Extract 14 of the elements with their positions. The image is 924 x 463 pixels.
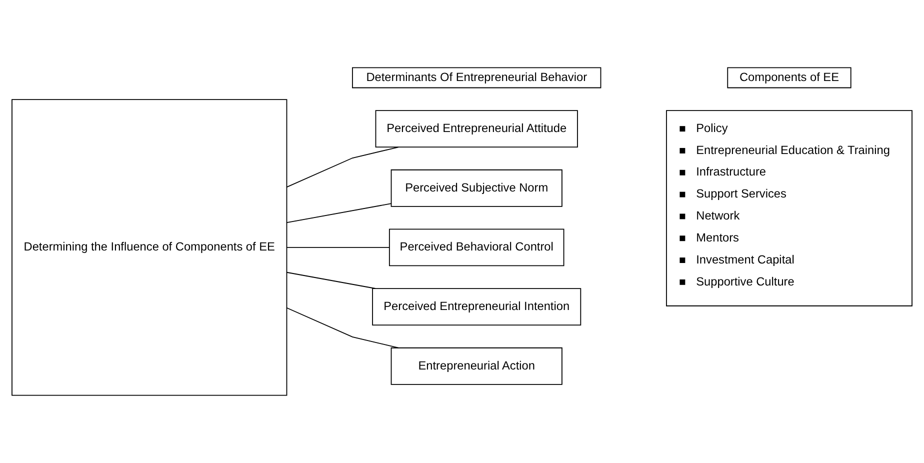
connector xyxy=(286,307,399,348)
connector xyxy=(286,272,376,289)
connector xyxy=(286,146,399,188)
node-box: Entrepreneurial Action xyxy=(390,347,562,385)
connector xyxy=(286,247,390,248)
node-box: Determining the Influence of Components of EE xyxy=(12,99,288,396)
node-box: Perceived Behavioral Control xyxy=(388,228,564,266)
connector xyxy=(286,203,392,224)
node-box: Perceived Entrepreneurial Intention xyxy=(372,288,582,326)
node-box: Determinants Of Entrepreneurial Behavior xyxy=(352,67,602,88)
node-box: Perceived Subjective Norm xyxy=(390,169,562,207)
node-box: Perceived Entrepreneurial Attitude xyxy=(375,110,578,148)
node-box: Components of EE xyxy=(727,67,852,88)
node-box: Policy Entrepreneurial Education & Training Infrastructure Support Services Network Mentors Investment Capital Supportive Culture xyxy=(666,110,912,306)
